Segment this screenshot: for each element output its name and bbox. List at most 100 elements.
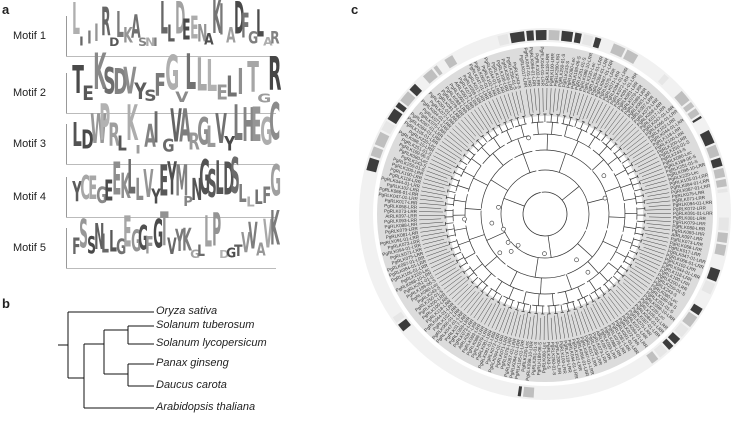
color-strip-segment [699,130,715,147]
species-panax-ginseng: Panax ginseng [156,357,229,369]
tree-leaf-branch [431,258,452,269]
tree-stem [615,169,626,176]
tree-stem [631,244,640,248]
logo-letter: D [233,0,244,46]
tree-leaf-branch [601,298,615,320]
bootstrap-node [497,250,503,256]
logo-letter: V [143,162,154,208]
logo-baseline [66,113,276,114]
logo-letter: G [130,224,142,260]
tree-leaf-label: PgRLK094-01-LRR [673,200,714,208]
logo-letter: E [216,80,229,105]
tree-leaf-branch [499,307,510,332]
tree-stem [551,293,554,306]
tree-stem [598,145,608,156]
color-strip-segment [517,386,523,397]
tree-leaf-branch [634,261,657,274]
tree-leaf-branch [492,99,502,120]
tree-stem [484,256,498,268]
tree-leaf-label: PgRLK047-01-LRR [378,192,419,202]
tree-leaf-branch [434,262,458,276]
logo-letter: E [103,174,113,209]
tree-leaf-branch [634,153,656,166]
logo-letter: F [72,234,81,260]
logo-letters: LIIIRDLKASNILLDEENAKIADFGLAR [70,0,280,50]
tree-leaf-branch [646,200,671,204]
logo-letter: G [198,151,210,207]
logo-letter: L [246,194,255,210]
logo-letter: S [144,86,157,106]
color-strip-segment [690,303,703,316]
tree-stem [473,177,488,186]
tree-leaf-branch [435,151,457,165]
logo-letter: K [270,201,280,258]
color-strip-segment [409,83,423,97]
tree-stem [636,220,645,223]
tree-leaf-branch [591,101,604,124]
tree-leaf-branch [526,89,531,116]
tree-arc [480,158,513,209]
tree-leaf-branch [503,312,511,333]
tree-stem [608,262,619,271]
tree-leaf-label: AtRLK097-LRR [671,232,704,242]
logo-letter: M [175,156,189,207]
tree-leaf-branch [642,176,666,184]
tree-leaf-branch [641,168,663,177]
color-strip-segment [610,43,626,58]
tree-stem [599,287,605,295]
logo-letter: K [92,44,107,103]
tree-leaf-branch [642,184,668,191]
tree-arc [557,283,585,294]
tree-leaf-label: PgRLK243-S [546,342,552,369]
color-strip-segment [623,49,639,64]
tree-stem [604,186,621,193]
tree-stem [632,182,641,186]
tree-stem [517,138,524,154]
tree-leaf-branch [642,243,666,251]
tree-stem [614,148,621,155]
tree-stem [451,246,460,250]
tree-leaf-branch [612,120,631,141]
species-arabidopsis-thaliana: Arabidopsis thaliana [156,401,256,413]
logo-letter: Y [174,224,184,259]
tree-stem [516,117,520,126]
tree-stem [635,195,644,198]
color-strip-segment [522,386,535,398]
tree-stem [537,122,539,135]
color-strip-segment [395,102,407,113]
motif-label: Motif 4 [13,191,47,203]
tree-stem [467,272,475,278]
tree-leaf-branch [519,90,526,117]
color-strip-segment [374,131,390,149]
tree-arc [466,276,470,280]
color-strip-segment [535,30,547,41]
logo-letter: D [219,248,230,261]
tree-stem [633,188,642,192]
logo-letter: T [72,58,84,104]
tree-leaf-branch [629,270,650,285]
tree-leaf-branch [420,231,445,237]
tree-leaf-branch [427,251,451,261]
tree-stem [449,240,458,244]
logo-letter: I [152,104,159,154]
tree-leaf-branch [426,248,448,257]
color-strip-segment [674,322,689,338]
tree-leaf-label: PgRLK243-S [512,62,522,89]
tree-arc [603,276,613,286]
tree-leaf-label: PgRLK250-01-S [550,342,557,376]
tree-stem [580,121,584,130]
tree-leaf-branch [446,277,466,293]
tree-leaf-branch [511,92,519,116]
tree-stem [508,287,514,299]
tree-stem [620,183,633,189]
tree-leaf-branch [422,238,445,245]
tree-leaf-branch [444,137,463,152]
logo-baseline [66,217,276,218]
tree-stem [621,158,629,164]
tree-leaf-branch [631,149,654,164]
tree-leaf-branch [645,233,669,239]
tree-leaf-branch [648,226,671,231]
tree-stem [446,228,455,231]
